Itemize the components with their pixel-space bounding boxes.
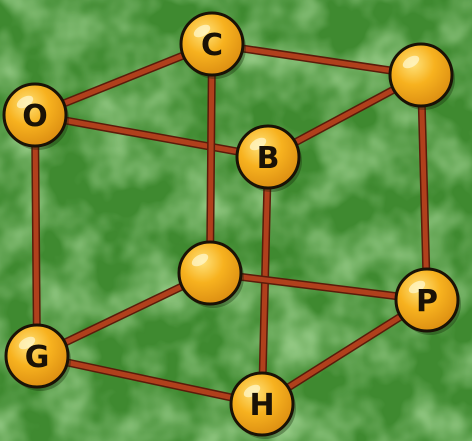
node-o: O — [2, 82, 69, 150]
edge-n3-n4 — [31, 111, 272, 161]
node-p: P — [394, 267, 461, 335]
node-g: G — [4, 323, 71, 391]
node-label: H — [249, 388, 274, 423]
node-label: B — [257, 141, 280, 176]
node-ball — [4, 323, 70, 389]
node-c: C — [179, 11, 246, 79]
node-ball — [2, 82, 68, 148]
node-label: G — [25, 340, 50, 375]
node-ball — [229, 371, 295, 437]
node-ball — [179, 11, 245, 77]
nodes-layer: C O B P G H — [2, 11, 461, 439]
node-ball — [388, 42, 454, 108]
node-ball — [394, 267, 460, 333]
node-unlabeled-n5 — [177, 240, 244, 308]
edge-n1-n2 — [208, 40, 425, 79]
node-label: C — [201, 28, 223, 63]
node-ball — [235, 124, 301, 190]
node-h: H — [229, 371, 296, 439]
edge-n8-n6 — [258, 296, 431, 408]
node-label: O — [22, 99, 48, 134]
node-b: B — [235, 124, 302, 192]
edge-n1-n5 — [206, 40, 216, 277]
edge-n7-n8 — [33, 352, 266, 408]
node-ball — [177, 240, 243, 306]
node-unlabeled-n2 — [388, 42, 455, 110]
edge-n2-n6 — [417, 71, 431, 304]
edge-n5-n6 — [206, 269, 431, 304]
node-label: P — [416, 284, 438, 319]
edge-n3-n7 — [31, 111, 41, 360]
